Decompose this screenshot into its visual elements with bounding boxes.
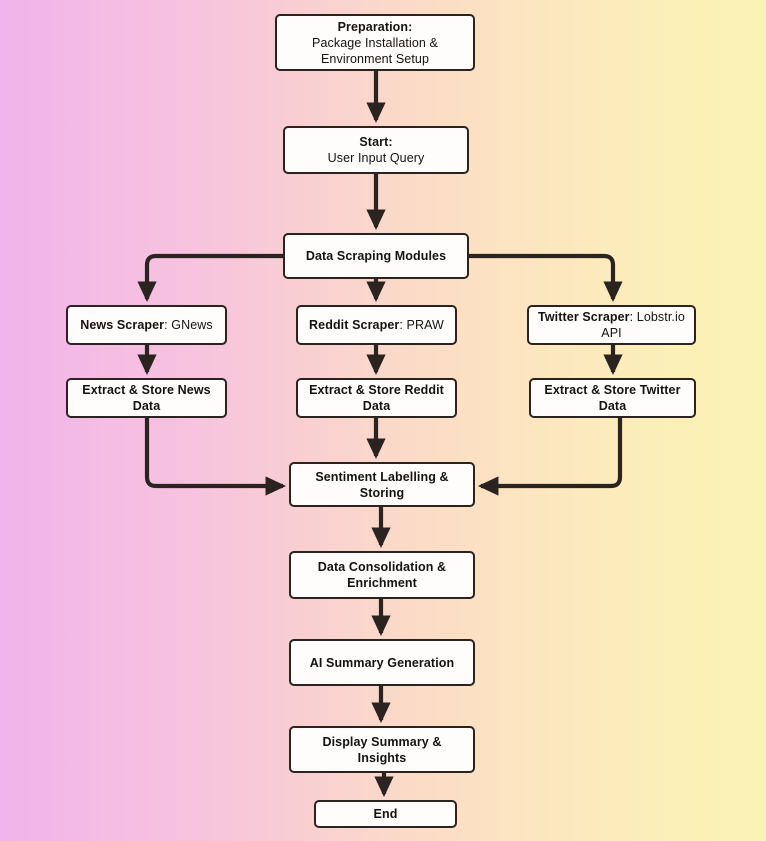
node-data-scraping-modules-label: Data Scraping Modules — [299, 248, 453, 264]
node-ai-summary-generation[interactable]: AI Summary Generation — [289, 639, 475, 686]
node-data-scraping-modules[interactable]: Data Scraping Modules — [283, 233, 469, 279]
node-extract-twitter-label: Extract & Store Twitter Data — [544, 383, 681, 413]
node-data-scraping-modules-title: Data Scraping Modules — [305, 249, 447, 263]
node-reddit-scraper[interactable]: Reddit Scraper: PRAW — [296, 305, 457, 345]
node-extract-news[interactable]: Extract & Store News Data — [66, 378, 227, 418]
node-display-summary-label: Display Summary & Insights — [322, 734, 442, 765]
node-data-consolidation-label: Data Consolidation & Enrichment — [317, 560, 447, 590]
node-news-scraper-title: News Scraper — [80, 318, 165, 332]
node-start-title: Start: — [359, 135, 393, 149]
edge-scraping-to-twitter — [469, 253, 623, 303]
node-sentiment-labelling[interactable]: Sentiment Labelling & Storing — [289, 462, 475, 507]
node-reddit-scraper-title: Reddit Scraper — [309, 318, 400, 332]
node-extract-news-label: Extract & Store News Data — [82, 383, 211, 413]
node-reddit-scraper-label: Reddit Scraper: PRAW — [302, 317, 451, 333]
node-preparation[interactable]: Preparation: Package Installation & Envi… — [275, 14, 475, 71]
node-preparation-detail: Package Installation & Environment Setup — [312, 35, 438, 66]
node-start-label: Start: User Input Query — [321, 134, 432, 166]
node-preparation-label: Preparation: Package Installation & Envi… — [305, 19, 445, 67]
node-extract-reddit[interactable]: Extract & Store Reddit Data — [296, 378, 457, 418]
node-twitter-scraper[interactable]: Twitter Scraper: Lobstr.io API — [527, 305, 696, 345]
edge-extract-twitter-to-sentiment — [477, 418, 623, 496]
node-end-label: End — [373, 807, 398, 821]
node-extract-reddit-label: Extract & Store Reddit Data — [309, 383, 444, 413]
edge-extract-news-to-sentiment — [144, 418, 287, 496]
node-start-detail: User Input Query — [327, 151, 425, 165]
node-sentiment-labelling-label: Sentiment Labelling & Storing — [315, 469, 449, 500]
node-news-scraper-detail: : GNews — [164, 318, 213, 332]
node-news-scraper[interactable]: News Scraper: GNews — [66, 305, 227, 345]
node-end[interactable]: End — [314, 800, 457, 828]
node-data-consolidation[interactable]: Data Consolidation & Enrichment — [289, 551, 475, 599]
node-reddit-scraper-detail: : PRAW — [399, 318, 444, 332]
edge-scraping-to-news — [137, 253, 283, 303]
node-news-scraper-label: News Scraper: GNews — [73, 317, 220, 333]
node-twitter-scraper-title: Twitter Scraper — [538, 310, 630, 324]
node-extract-twitter[interactable]: Extract & Store Twitter Data — [529, 378, 696, 418]
node-display-summary[interactable]: Display Summary & Insights — [289, 726, 475, 773]
node-twitter-scraper-label: Twitter Scraper: Lobstr.io API — [529, 309, 694, 341]
node-ai-summary-generation-label: AI Summary Generation — [309, 655, 455, 670]
node-twitter-scraper-detail: : Lobstr.io API — [601, 310, 685, 340]
node-start[interactable]: Start: User Input Query — [283, 126, 469, 174]
node-preparation-title: Preparation: — [337, 19, 413, 34]
